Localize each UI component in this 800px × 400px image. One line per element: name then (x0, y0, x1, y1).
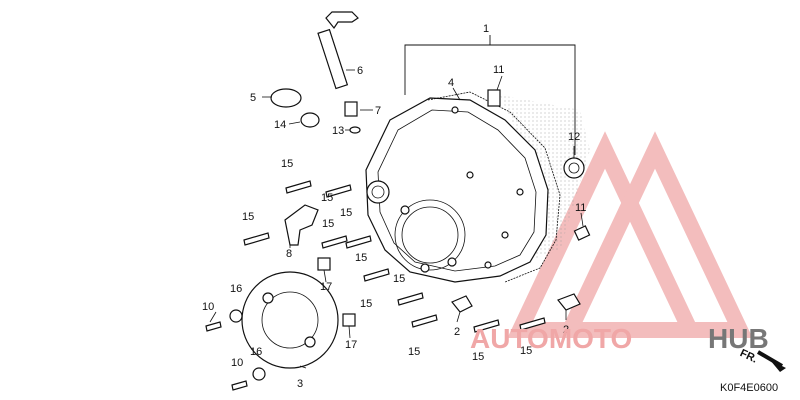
callout-label: 15 (520, 345, 532, 357)
clip (451, 295, 473, 313)
callout-label: 15 (321, 192, 333, 204)
bearing (563, 157, 585, 179)
callout-label: 1 (483, 23, 489, 35)
callout-label: 15 (472, 351, 484, 363)
callout-label: 2 (563, 324, 569, 336)
clip-2 (557, 293, 581, 311)
callout-label: 15 (322, 218, 334, 230)
callout-label: 16 (250, 346, 262, 358)
bolt-10-2 (231, 380, 248, 391)
callout-label: 17 (320, 281, 332, 293)
bolt-10 (205, 321, 222, 332)
watermark-word-2: HUB (708, 323, 769, 354)
watermark-word-1: AUTOMOTO (470, 323, 632, 354)
washer-2 (252, 367, 266, 381)
washer (229, 309, 243, 323)
dowel-pin-2 (573, 225, 591, 241)
callout-label: 10 (202, 301, 214, 313)
callout-label: 6 (357, 65, 363, 77)
callout-label: 15 (242, 211, 254, 223)
callout-label: 15 (281, 158, 293, 170)
callout-label: 3 (297, 378, 303, 390)
callout-label: 14 (274, 119, 286, 131)
callout-label: 11 (575, 202, 586, 214)
leader-lines (209, 69, 584, 369)
o-ring (300, 112, 320, 128)
crankcase-cover (365, 97, 549, 283)
callout-label: 2 (454, 326, 460, 338)
callout-label: 16 (230, 283, 242, 295)
small-o-ring (349, 126, 361, 134)
callout-label: 8 (286, 248, 292, 260)
callout-bracket-1 (404, 35, 576, 155)
spacer (317, 257, 331, 271)
pulse-cover (241, 271, 339, 369)
dipstick-lever (317, 11, 359, 117)
callout-label: 15 (355, 252, 367, 264)
bracket (284, 204, 319, 246)
spacer-2 (342, 313, 356, 327)
oil-filler-cap (270, 88, 302, 108)
diagram-code: K0F4E0600 (720, 382, 778, 394)
callout-labels: 1 2 2 3 4 5 6 7 8 10 10 11 11 12 13 14 1… (202, 23, 586, 390)
dowel-pin (487, 89, 501, 107)
callout-label: 15 (360, 298, 372, 310)
callout-label: 15 (340, 207, 352, 219)
callout-label: 17 (345, 339, 357, 351)
watermark-text: AUTOMOTO HUB (470, 323, 769, 354)
callout-label: 7 (375, 105, 381, 117)
callout-label: 11 (493, 64, 504, 76)
callout-label: 10 (231, 357, 243, 369)
callout-label: 13 (332, 125, 344, 137)
gasket (427, 91, 561, 283)
callout-label: 15 (408, 346, 420, 358)
bolt-group (243, 180, 546, 333)
callout-label: 5 (250, 92, 256, 104)
callout-label: 4 (448, 77, 454, 89)
callout-label: 15 (393, 273, 405, 285)
callout-label: 12 (568, 131, 580, 143)
